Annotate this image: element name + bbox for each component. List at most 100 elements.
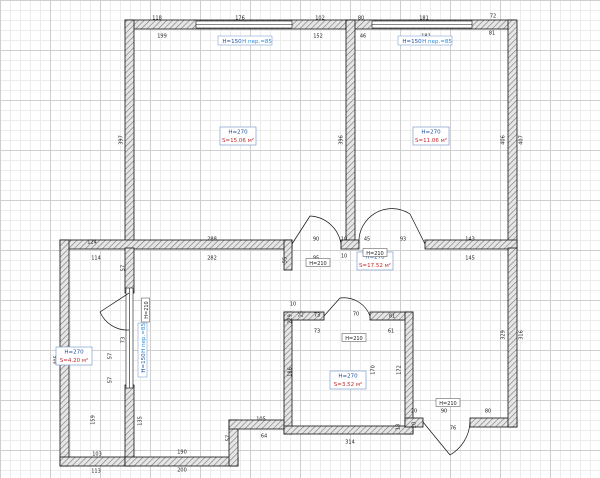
dimension-label: 199 [157, 34, 167, 40]
door-height-label: H=210 [341, 333, 367, 342]
dimension-label: 135 [138, 416, 144, 426]
dimension-label: 73 [314, 313, 320, 319]
door-height: H=210 [309, 261, 327, 267]
dimension-label: 176 [235, 16, 245, 22]
dimension-label: 76 [450, 426, 456, 432]
dimension-label: 20 [411, 409, 417, 415]
dimension-label: 113 [91, 469, 101, 475]
window-height: H=150 [141, 353, 147, 373]
dimension-label: 172 [397, 365, 403, 375]
dimension-label: 10 [290, 302, 296, 308]
door-room1 [291, 215, 342, 245]
dimension-label: 186 [288, 367, 294, 377]
wall-right-lower [507, 247, 518, 428]
dimension-label: 314 [345, 440, 355, 446]
room-height: H=270 [338, 374, 358, 380]
wall-room1-bottom-right [340, 239, 360, 250]
dimension-label: 20 [412, 422, 418, 428]
dimension-label: 181 [419, 16, 429, 22]
door-label-box [362, 248, 388, 257]
dimension-label: 73 [314, 329, 320, 335]
dimension-label: 64 [261, 434, 267, 440]
room-label-box [329, 370, 367, 390]
door-label-box [435, 398, 461, 407]
dimension-label: 45 [364, 237, 370, 243]
dimension-label: 80 [485, 409, 491, 415]
dimension-label: 57 [108, 377, 114, 383]
dimension-label: 57 [226, 435, 232, 441]
dimension-label: 61 [388, 329, 394, 335]
dimension-label: 190 [177, 450, 187, 456]
wall-room2-bottom [424, 239, 518, 250]
room-area: S=3.52 м² [334, 381, 362, 388]
room-height: H=270 [228, 130, 248, 136]
dimension-label: 288 [207, 237, 217, 243]
wall-closet-partition-low [124, 384, 135, 467]
dimension-label: 57 [121, 265, 127, 271]
dimension-label: 46 [360, 34, 366, 40]
opening-label-box [217, 35, 273, 46]
opening-label-box [397, 35, 453, 46]
dimension-label: 93 [400, 237, 406, 243]
wall-bathroom-right [404, 311, 414, 435]
window-sill-height: H пер.=85 [141, 323, 147, 353]
dimension-label: 18 [396, 424, 402, 430]
dimension-label: 10 [341, 237, 347, 243]
dimension-label: 105 [256, 417, 266, 423]
door-height: H=210 [366, 251, 384, 257]
room-area: S=15.06 м² [222, 137, 254, 144]
dimension-label: 396 [339, 135, 345, 145]
dimension-label: 70 [353, 312, 359, 318]
room-height: H=270 [64, 350, 84, 356]
room-area: S=11.06 м² [415, 137, 447, 144]
dimension-label: 55 [283, 257, 289, 263]
door-height: H=210 [345, 336, 363, 342]
room-area: S=4.20 м² [60, 357, 88, 364]
door-height-label: H=210 [435, 398, 461, 407]
door-height-label: H=210 [362, 248, 388, 257]
room-height: H=270 [365, 255, 385, 261]
dimension-label: 152 [313, 34, 323, 40]
dimension-label: 145 [465, 256, 475, 262]
dimension-label: 124 [87, 240, 97, 246]
dimension-label: 57 [108, 353, 114, 359]
windows [125, 20, 473, 389]
wall-bottom-main [124, 456, 239, 467]
window-sill-height: H пер.=85 [422, 39, 452, 45]
dimension-label: 102 [315, 16, 325, 22]
dimension-label: 25 [299, 311, 305, 317]
dimension-label: 170 [371, 365, 377, 375]
door-height: H=210 [439, 401, 457, 407]
dimension-label: 406 [501, 135, 507, 145]
wall-left-upper [124, 19, 135, 249]
room-label-box [219, 126, 257, 146]
wall-hall-post [283, 239, 293, 271]
dimension-label: 159 [91, 415, 97, 425]
dimension-label: 80 [358, 16, 364, 22]
opening-label-box [137, 322, 148, 378]
dimension-label: 72 [490, 14, 496, 20]
dimension-label: 316 [519, 330, 525, 340]
dimension-label: 90 [313, 237, 319, 243]
dimension-label: 10 [341, 254, 347, 260]
dimension-label: 81 [489, 31, 495, 37]
door-height: H=210 [144, 301, 150, 319]
dimension-label: 229 [288, 314, 294, 324]
door-label-box [305, 258, 331, 267]
wall-bottom-left [59, 456, 131, 467]
room-area: S=17.52 м² [359, 262, 391, 269]
door-entrance [422, 421, 471, 456]
wall-bathroom-bottom [283, 425, 414, 435]
wall-right-upper [507, 19, 518, 251]
room-label-box [55, 346, 93, 366]
window-height: H=150 [402, 39, 422, 45]
door-label-box [341, 333, 367, 342]
dimension-label: 200 [177, 468, 187, 474]
window-sill-height: H пер.=85 [242, 39, 272, 45]
